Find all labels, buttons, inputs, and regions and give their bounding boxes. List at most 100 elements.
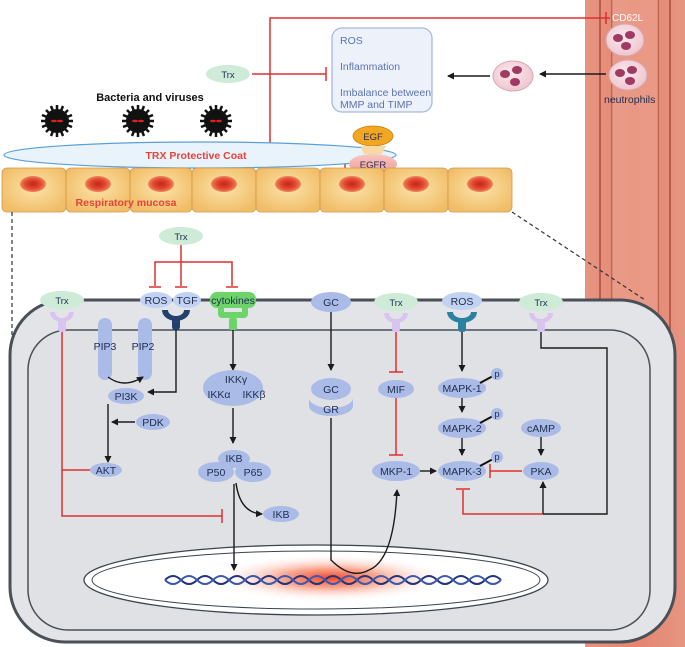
p65-label: P65	[244, 467, 263, 479]
mapk1-label: MAPK-1	[442, 383, 481, 395]
ros-mapk-node	[442, 292, 482, 310]
trx-left-label: Trx	[55, 296, 69, 307]
p50-label: P50	[207, 467, 226, 479]
p1-bond	[479, 375, 494, 384]
neutrophil-cell	[605, 23, 645, 57]
pi3k-label: PI3K	[115, 391, 138, 403]
ikb-complex-node	[218, 450, 250, 468]
trx-right-node	[519, 293, 563, 311]
ros-mid-node	[140, 292, 172, 308]
trx-mif-node	[374, 293, 418, 311]
gr-receptor	[309, 398, 353, 416]
mapk2-node	[438, 418, 486, 438]
p3-phosphate	[491, 451, 503, 463]
trx-inhibit-mapk3-line	[462, 490, 543, 515]
p1-label: p	[494, 369, 499, 380]
mkp1-node	[372, 461, 420, 481]
trx-left-receptor-stem	[58, 320, 66, 332]
trx-right-label: Trx	[534, 298, 548, 309]
trx-top-node	[206, 65, 250, 83]
cytokine-receptor	[218, 308, 248, 318]
p3-bond	[479, 458, 494, 467]
p3-label: p	[494, 452, 499, 463]
mif-label: MIF	[387, 384, 405, 396]
akt-label: AKT	[96, 465, 117, 477]
gc-top-label: GC	[323, 297, 339, 309]
trx-mid-label: Trx	[174, 232, 188, 243]
mkp1-label: MKP-1	[380, 466, 412, 478]
complex-to-ikb-arrow	[235, 482, 263, 518]
cd62l-label: CD62L	[612, 13, 644, 24]
tgf-label: TGF	[177, 295, 198, 307]
tgf-to-pi3k-arrow	[147, 330, 177, 396]
p65-node	[235, 462, 271, 482]
gc-top-node	[311, 292, 351, 312]
gr-label: GR	[323, 404, 339, 416]
trx-mif-label: Trx	[389, 298, 403, 309]
ros-receptor-stem	[458, 320, 466, 332]
pip3-label: PIP3	[94, 341, 117, 353]
pip2-to-pip3-arrow	[107, 376, 144, 384]
mapk3-label: MAPK-3	[442, 466, 481, 478]
mucosa-label: Respiratory mucosa	[76, 197, 177, 209]
akt-node	[90, 463, 122, 477]
virus-icon	[200, 105, 232, 137]
trx-mif-receptor-stem	[392, 321, 400, 332]
mapk2-label: MAPK-2	[442, 423, 481, 435]
pka-node	[523, 462, 559, 480]
pka-label: PKA	[530, 466, 551, 478]
gr-to-dna-line	[330, 418, 370, 574]
pdk-node	[136, 414, 170, 430]
cytokines-node	[210, 292, 256, 308]
dna-helix	[164, 575, 502, 585]
imbalance-label-line2: MMP and TIMP	[340, 99, 413, 111]
trx-mid-branch	[154, 261, 233, 286]
ikk-alpha-label: IKKα	[208, 389, 231, 401]
pdk-label: PDK	[142, 417, 164, 429]
ros-receptor	[447, 312, 477, 323]
trx-left-receptor	[50, 312, 74, 322]
zoom-line-right	[511, 211, 646, 301]
camp-node	[521, 419, 561, 437]
trx-right-path	[540, 332, 608, 515]
p2-label: p	[494, 409, 499, 420]
ikb-complex-label: IKB	[226, 453, 243, 465]
camp-label: cAMP	[527, 423, 555, 435]
cytokine-receptor-stem	[229, 318, 237, 330]
trx-coat-label: TRX Protective Coat	[146, 150, 247, 162]
trx-left-node	[40, 291, 84, 309]
pip2-label: PIP2	[132, 341, 155, 353]
trx-mid-node	[159, 227, 203, 245]
respiratory-mucosa	[1, 167, 513, 213]
imbalance-label-line1: Imbalance between	[340, 87, 431, 99]
ikb-free-label: IKB	[273, 509, 290, 521]
p50-node	[198, 462, 234, 482]
ros-mid-label: ROS	[145, 295, 168, 307]
p2-bond	[479, 415, 494, 424]
egf-label: EGF	[363, 132, 383, 143]
ros-top-label: ROS	[340, 35, 363, 47]
trx-to-egfr-inhibit-line	[269, 17, 597, 162]
ikb-free-node	[263, 506, 299, 522]
pip3-channel	[98, 318, 112, 380]
pip2-channel	[138, 318, 152, 380]
trx-inhibit-ikb-line	[61, 470, 222, 517]
trx-top-label: Trx	[221, 70, 235, 81]
pi3k-node	[108, 388, 144, 404]
p1-phosphate	[491, 368, 503, 380]
virus-icon	[122, 105, 154, 137]
neutrophil-cell	[492, 60, 534, 92]
neutrophils-label: neutrophils	[604, 94, 655, 106]
inflammation-label: Inflammation	[340, 61, 400, 73]
tgf-receptor-stem	[172, 318, 180, 330]
ikk-complex	[203, 370, 263, 406]
bacteria-label: Bacteria and viruses	[96, 92, 204, 104]
ikk-beta-label: IKKβ	[243, 389, 266, 401]
mapk3-node	[438, 461, 486, 481]
gc-inner-label: GC	[323, 384, 339, 396]
tgf-node	[173, 292, 201, 308]
ros-mapk-label: ROS	[451, 296, 474, 308]
ros-inflammation-box	[331, 27, 433, 113]
